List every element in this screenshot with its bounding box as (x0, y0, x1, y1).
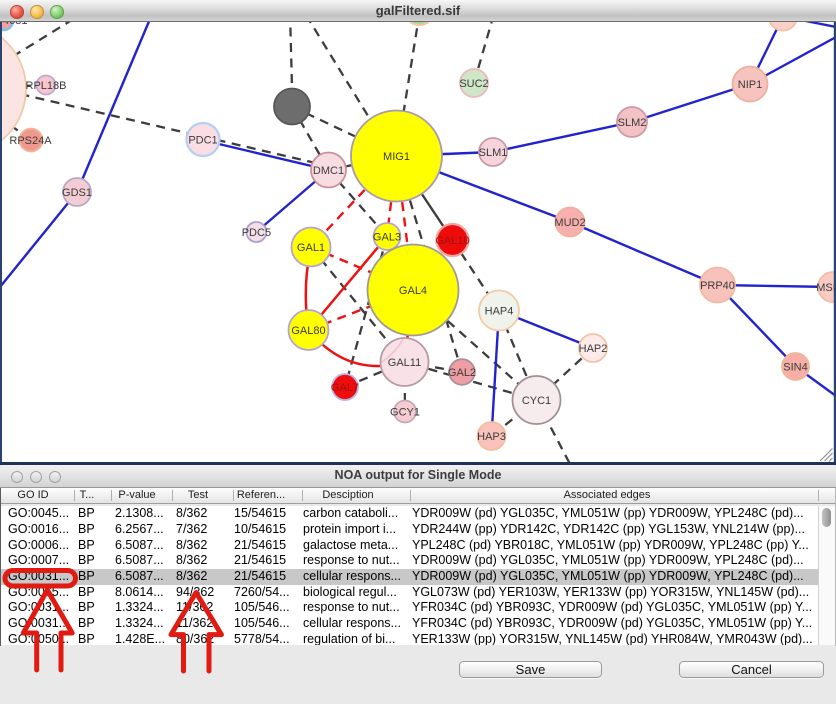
svg-text:RPS24A: RPS24A (9, 135, 52, 147)
svg-text:HAP4: HAP4 (485, 306, 514, 318)
svg-text:GAL7: GAL7 (331, 382, 359, 394)
svg-text:DMC1: DMC1 (313, 165, 344, 177)
svg-text:GDS1: GDS1 (62, 187, 92, 199)
svg-text:HAP3: HAP3 (477, 431, 506, 443)
svg-text:RPL18B: RPL18B (26, 80, 67, 92)
svg-text:GCY1: GCY1 (390, 407, 420, 419)
svg-text:HAP2: HAP2 (579, 343, 608, 355)
svg-text:SLM2: SLM2 (618, 117, 647, 129)
svg-text:GAL3: GAL3 (373, 232, 401, 244)
svg-text:SIN4: SIN4 (783, 362, 807, 374)
svg-text:CYC1: CYC1 (522, 395, 551, 407)
svg-text:MIG1: MIG1 (383, 151, 410, 163)
svg-text:NIP1: NIP1 (738, 79, 762, 91)
svg-text:GAL10: GAL10 (435, 235, 469, 247)
svg-text:GAL2: GAL2 (448, 367, 476, 379)
svg-text:PDC5: PDC5 (242, 227, 271, 239)
svg-text:GAL80: GAL80 (291, 325, 325, 337)
svg-text:SUC2: SUC2 (459, 78, 488, 90)
svg-text:MUD2: MUD2 (554, 217, 585, 229)
svg-text:PRP40: PRP40 (700, 280, 735, 292)
svg-text:GAL1: GAL1 (297, 242, 325, 254)
svg-text:PDC1: PDC1 (188, 135, 217, 147)
svg-text:GAL11: GAL11 (388, 357, 421, 369)
svg-text:GAL4: GAL4 (399, 285, 427, 297)
svg-text:MSI: MSI (816, 282, 836, 294)
svg-text:SLM1: SLM1 (479, 147, 508, 159)
